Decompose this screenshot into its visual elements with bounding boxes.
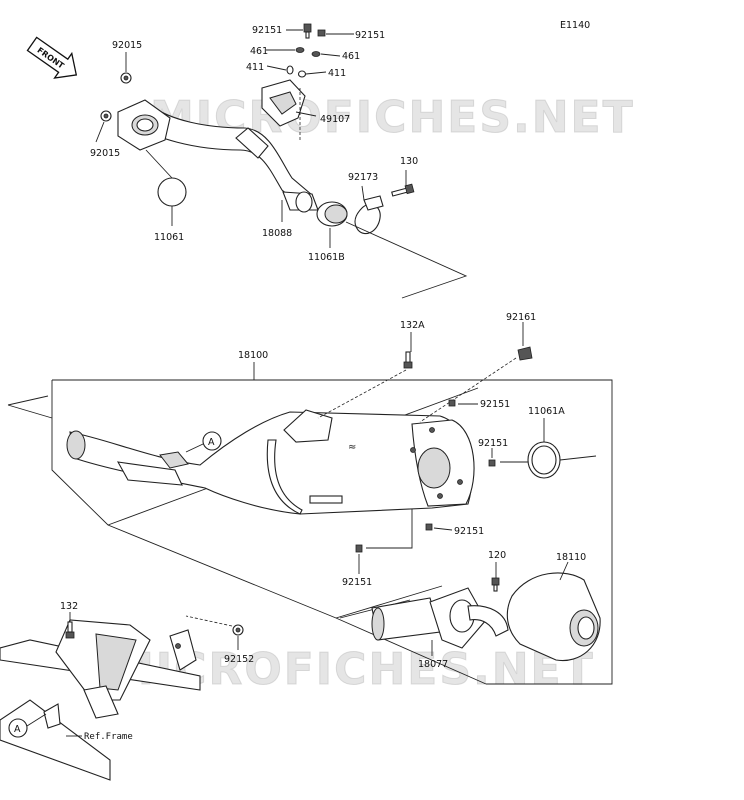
label-92015-b: 92015	[90, 148, 120, 159]
grommet-461-a	[295, 47, 305, 53]
label-18100: 18100	[238, 350, 268, 361]
gasket-11061a	[527, 441, 561, 479]
frame-bracket	[0, 619, 201, 781]
bolt-92151-f	[355, 544, 363, 553]
label-130: 130	[400, 156, 418, 167]
callout-a-upper	[202, 431, 222, 451]
svg-text:≈: ≈	[348, 442, 356, 453]
nut-92015-b	[100, 110, 112, 122]
ref-frame-label: Ref.Frame	[84, 732, 133, 742]
muffler-18100: ≈	[66, 409, 475, 515]
washer-411-b	[297, 70, 307, 78]
label-120: 120	[488, 550, 506, 561]
label-92151-e: 92151	[454, 526, 484, 537]
label-92151-a: 92151	[252, 25, 282, 36]
label-461-a: 461	[250, 46, 268, 57]
label-411-b: 411	[328, 68, 346, 79]
gasket-11061	[157, 177, 187, 207]
bolt-130	[391, 183, 415, 197]
bolt-132a	[403, 351, 413, 369]
label-461-b: 461	[342, 51, 360, 62]
bolt-92151-e	[425, 523, 433, 531]
callout-a-lower	[8, 718, 28, 738]
clamp-92173	[354, 195, 384, 235]
label-92151-b: 92151	[355, 30, 385, 41]
label-92173: 92173	[348, 172, 378, 183]
bolt-120	[491, 577, 500, 592]
label-11061a: 11061A	[528, 406, 565, 417]
label-92015-a: 92015	[112, 40, 142, 51]
tail-pipe-18077	[371, 587, 509, 649]
muffler-bolts	[410, 427, 463, 499]
front-arrow-icon: FRONT	[26, 36, 78, 79]
label-92151-c: 92151	[480, 399, 510, 410]
heat-guard-49107	[261, 79, 306, 127]
bolt-92151-top-b	[317, 29, 326, 37]
nut-92015-a	[120, 72, 132, 84]
label-92161: 92161	[506, 312, 536, 323]
label-92151-f: 92151	[342, 577, 372, 588]
label-11061b: 11061B	[308, 252, 345, 263]
callout-a-lower-letter: A	[14, 724, 21, 735]
label-18077: 18077	[418, 659, 448, 670]
header-flange	[117, 99, 171, 151]
end-cap-18110	[506, 572, 601, 662]
bolt-92151-c	[448, 399, 456, 407]
gasket-11061b	[316, 201, 348, 227]
collar-411-a	[286, 65, 294, 75]
callout-a-upper-letter: A	[208, 437, 215, 448]
label-132: 132	[60, 601, 78, 612]
label-92152: 92152	[224, 654, 254, 665]
label-92151-d: 92151	[478, 438, 508, 449]
collar-92152	[232, 624, 244, 636]
grommet-92161	[517, 346, 533, 361]
grommet-461-b	[311, 51, 321, 57]
label-18110: 18110	[556, 552, 586, 563]
label-411-a: 411	[246, 62, 264, 73]
label-11061: 11061	[154, 232, 184, 243]
bolt-92151-top-a	[303, 23, 312, 39]
header-pipe-18088	[127, 104, 319, 213]
label-132a: 132A	[400, 320, 425, 331]
label-18088: 18088	[262, 228, 292, 239]
label-49107: 49107	[320, 114, 350, 125]
bolt-92151-d	[488, 459, 496, 467]
diagram-code: E1140	[560, 20, 590, 31]
